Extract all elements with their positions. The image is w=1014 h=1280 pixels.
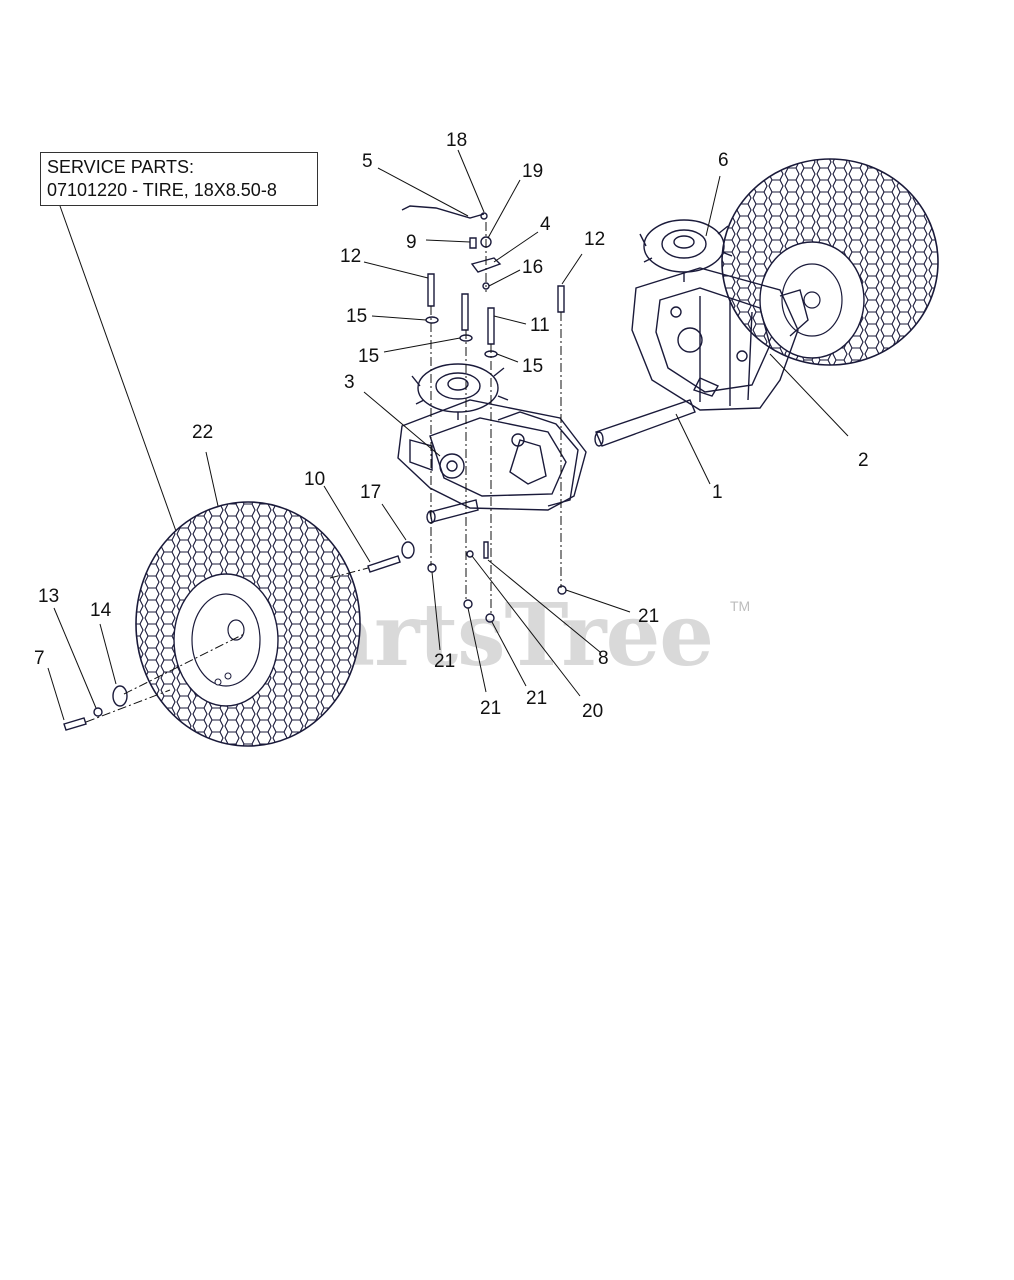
callout-9: 9 <box>406 232 417 253</box>
callout-3: 3 <box>344 372 355 393</box>
callout-16: 16 <box>522 257 543 278</box>
callout-14: 14 <box>90 600 112 621</box>
callout-21b: 21 <box>480 698 501 719</box>
callout-20: 20 <box>582 701 603 722</box>
callout-13: 13 <box>38 586 59 607</box>
leader-lines <box>47 149 849 721</box>
service-parts-heading: SERVICE PARTS: <box>47 157 195 177</box>
assembly-lines <box>85 222 562 723</box>
callout-21d: 21 <box>638 606 659 627</box>
callout-19: 19 <box>522 161 543 182</box>
callout-21c: 21 <box>526 688 547 709</box>
callout-17: 17 <box>360 482 381 503</box>
trademark-mark: TM <box>730 598 751 614</box>
callout-12b: 12 <box>584 229 605 250</box>
callout-4: 4 <box>540 214 551 235</box>
callout-5: 5 <box>362 151 373 172</box>
callout-21a: 21 <box>434 651 455 672</box>
service-parts-box: SERVICE PARTS: 07101220 - TIRE, 18X8.50-… <box>40 152 318 206</box>
callout-6: 6 <box>718 150 729 171</box>
callout-12a: 12 <box>340 246 361 267</box>
callout-2: 2 <box>858 450 869 471</box>
callout-15b: 15 <box>358 346 379 367</box>
callout-labels: 18 5 19 4 9 12 12 16 15 11 15 15 3 6 2 1… <box>34 130 869 722</box>
right-tire <box>721 158 939 366</box>
callout-7: 7 <box>34 648 45 669</box>
left-transaxle <box>397 363 587 524</box>
callout-1: 1 <box>712 482 723 503</box>
callout-10: 10 <box>304 469 325 490</box>
service-parts-line: 07101220 - TIRE, 18X8.50-8 <box>47 180 277 200</box>
right-transaxle <box>631 219 809 411</box>
callout-15c: 15 <box>522 356 543 377</box>
callout-11: 11 <box>530 315 550 336</box>
callout-8: 8 <box>598 648 609 669</box>
axle-tube <box>594 399 696 447</box>
left-tire <box>135 501 361 747</box>
callout-22: 22 <box>192 422 213 443</box>
callout-15a: 15 <box>346 306 367 327</box>
callout-18: 18 <box>446 130 467 151</box>
service-box-leader <box>59 205 183 549</box>
